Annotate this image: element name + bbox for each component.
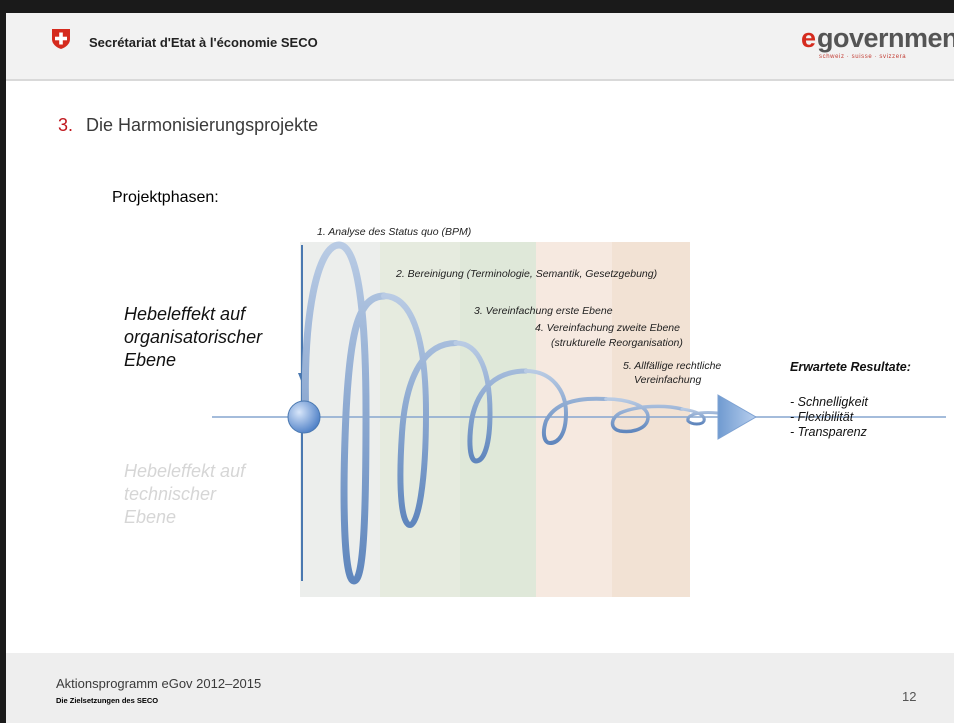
diagram-heading: Projektphasen: — [112, 189, 219, 206]
phase-band-5 — [612, 242, 690, 597]
leverage-tech-line: Ebene — [124, 507, 177, 527]
phase-band-2 — [380, 242, 460, 597]
leverage-organizational-label: Hebeleffekt auf organisatorischer Ebene — [124, 303, 314, 372]
phase-5-sublabel: Vereinfachung — [634, 374, 702, 386]
swiss-coat-of-arms-icon — [52, 29, 70, 49]
phase-4-label: 4. Vereinfachung zweite Ebene — [535, 322, 680, 334]
phase-2-label: 2. Bereinigung (Terminologie, Semantik, … — [396, 268, 658, 280]
organization-name: Secrétariat d'Etat à l'économie SECO — [89, 35, 318, 50]
leverage-org-line: Hebeleffekt auf — [124, 304, 246, 324]
logo-main: government — [817, 23, 954, 53]
section-number: 3. — [58, 115, 74, 135]
leverage-org-line: Ebene — [124, 350, 177, 370]
footer-program: Aktionsprogramm eGov 2012–2015 — [56, 676, 262, 691]
phase-4-sublabel: (strukturelle Reorganisation) — [551, 337, 683, 349]
egovernment-logo: e government schweiz · suisse · svizzera — [801, 23, 954, 65]
leverage-tech-line: Hebeleffekt auf — [124, 461, 246, 481]
project-phases-diagram — [212, 241, 946, 597]
logo-accent: e — [801, 23, 816, 53]
page-number: 12 — [902, 689, 917, 704]
logo-subtitle: schweiz · suisse · svizzera — [819, 54, 907, 60]
results-arrow-icon — [717, 394, 757, 440]
spiral — [301, 241, 720, 585]
footer-subtitle: Die Zielsetzungen des SECO — [56, 696, 159, 705]
phase-5-label: 5. Allfällige rechtliche — [623, 360, 722, 372]
leverage-tech-line: technischer — [124, 484, 217, 504]
start-point-icon — [287, 400, 321, 434]
leverage-technical-label: Hebeleffekt auf technischer Ebene — [124, 460, 314, 529]
expected-results-title: Erwartete Resultate: — [790, 360, 911, 374]
result-item: - Schnelligkeit — [790, 395, 868, 409]
slide-header: Secrétariat d'Etat à l'économie SECO e g… — [6, 13, 954, 78]
phase-1-label: 1. Analyse des Status quo (BPM) — [317, 226, 472, 238]
phase-3-label: 3. Vereinfachung erste Ebene — [474, 305, 613, 317]
slide: Secrétariat d'Etat à l'économie SECO e g… — [6, 13, 954, 723]
slide-footer — [6, 653, 954, 723]
header-divider — [6, 79, 954, 81]
result-item: - Transparenz — [790, 425, 867, 439]
leverage-org-line: organisatorischer — [124, 327, 263, 347]
result-item: - Flexibilität — [790, 410, 854, 424]
section-title: Die Harmonisierungsprojekte — [86, 115, 319, 135]
